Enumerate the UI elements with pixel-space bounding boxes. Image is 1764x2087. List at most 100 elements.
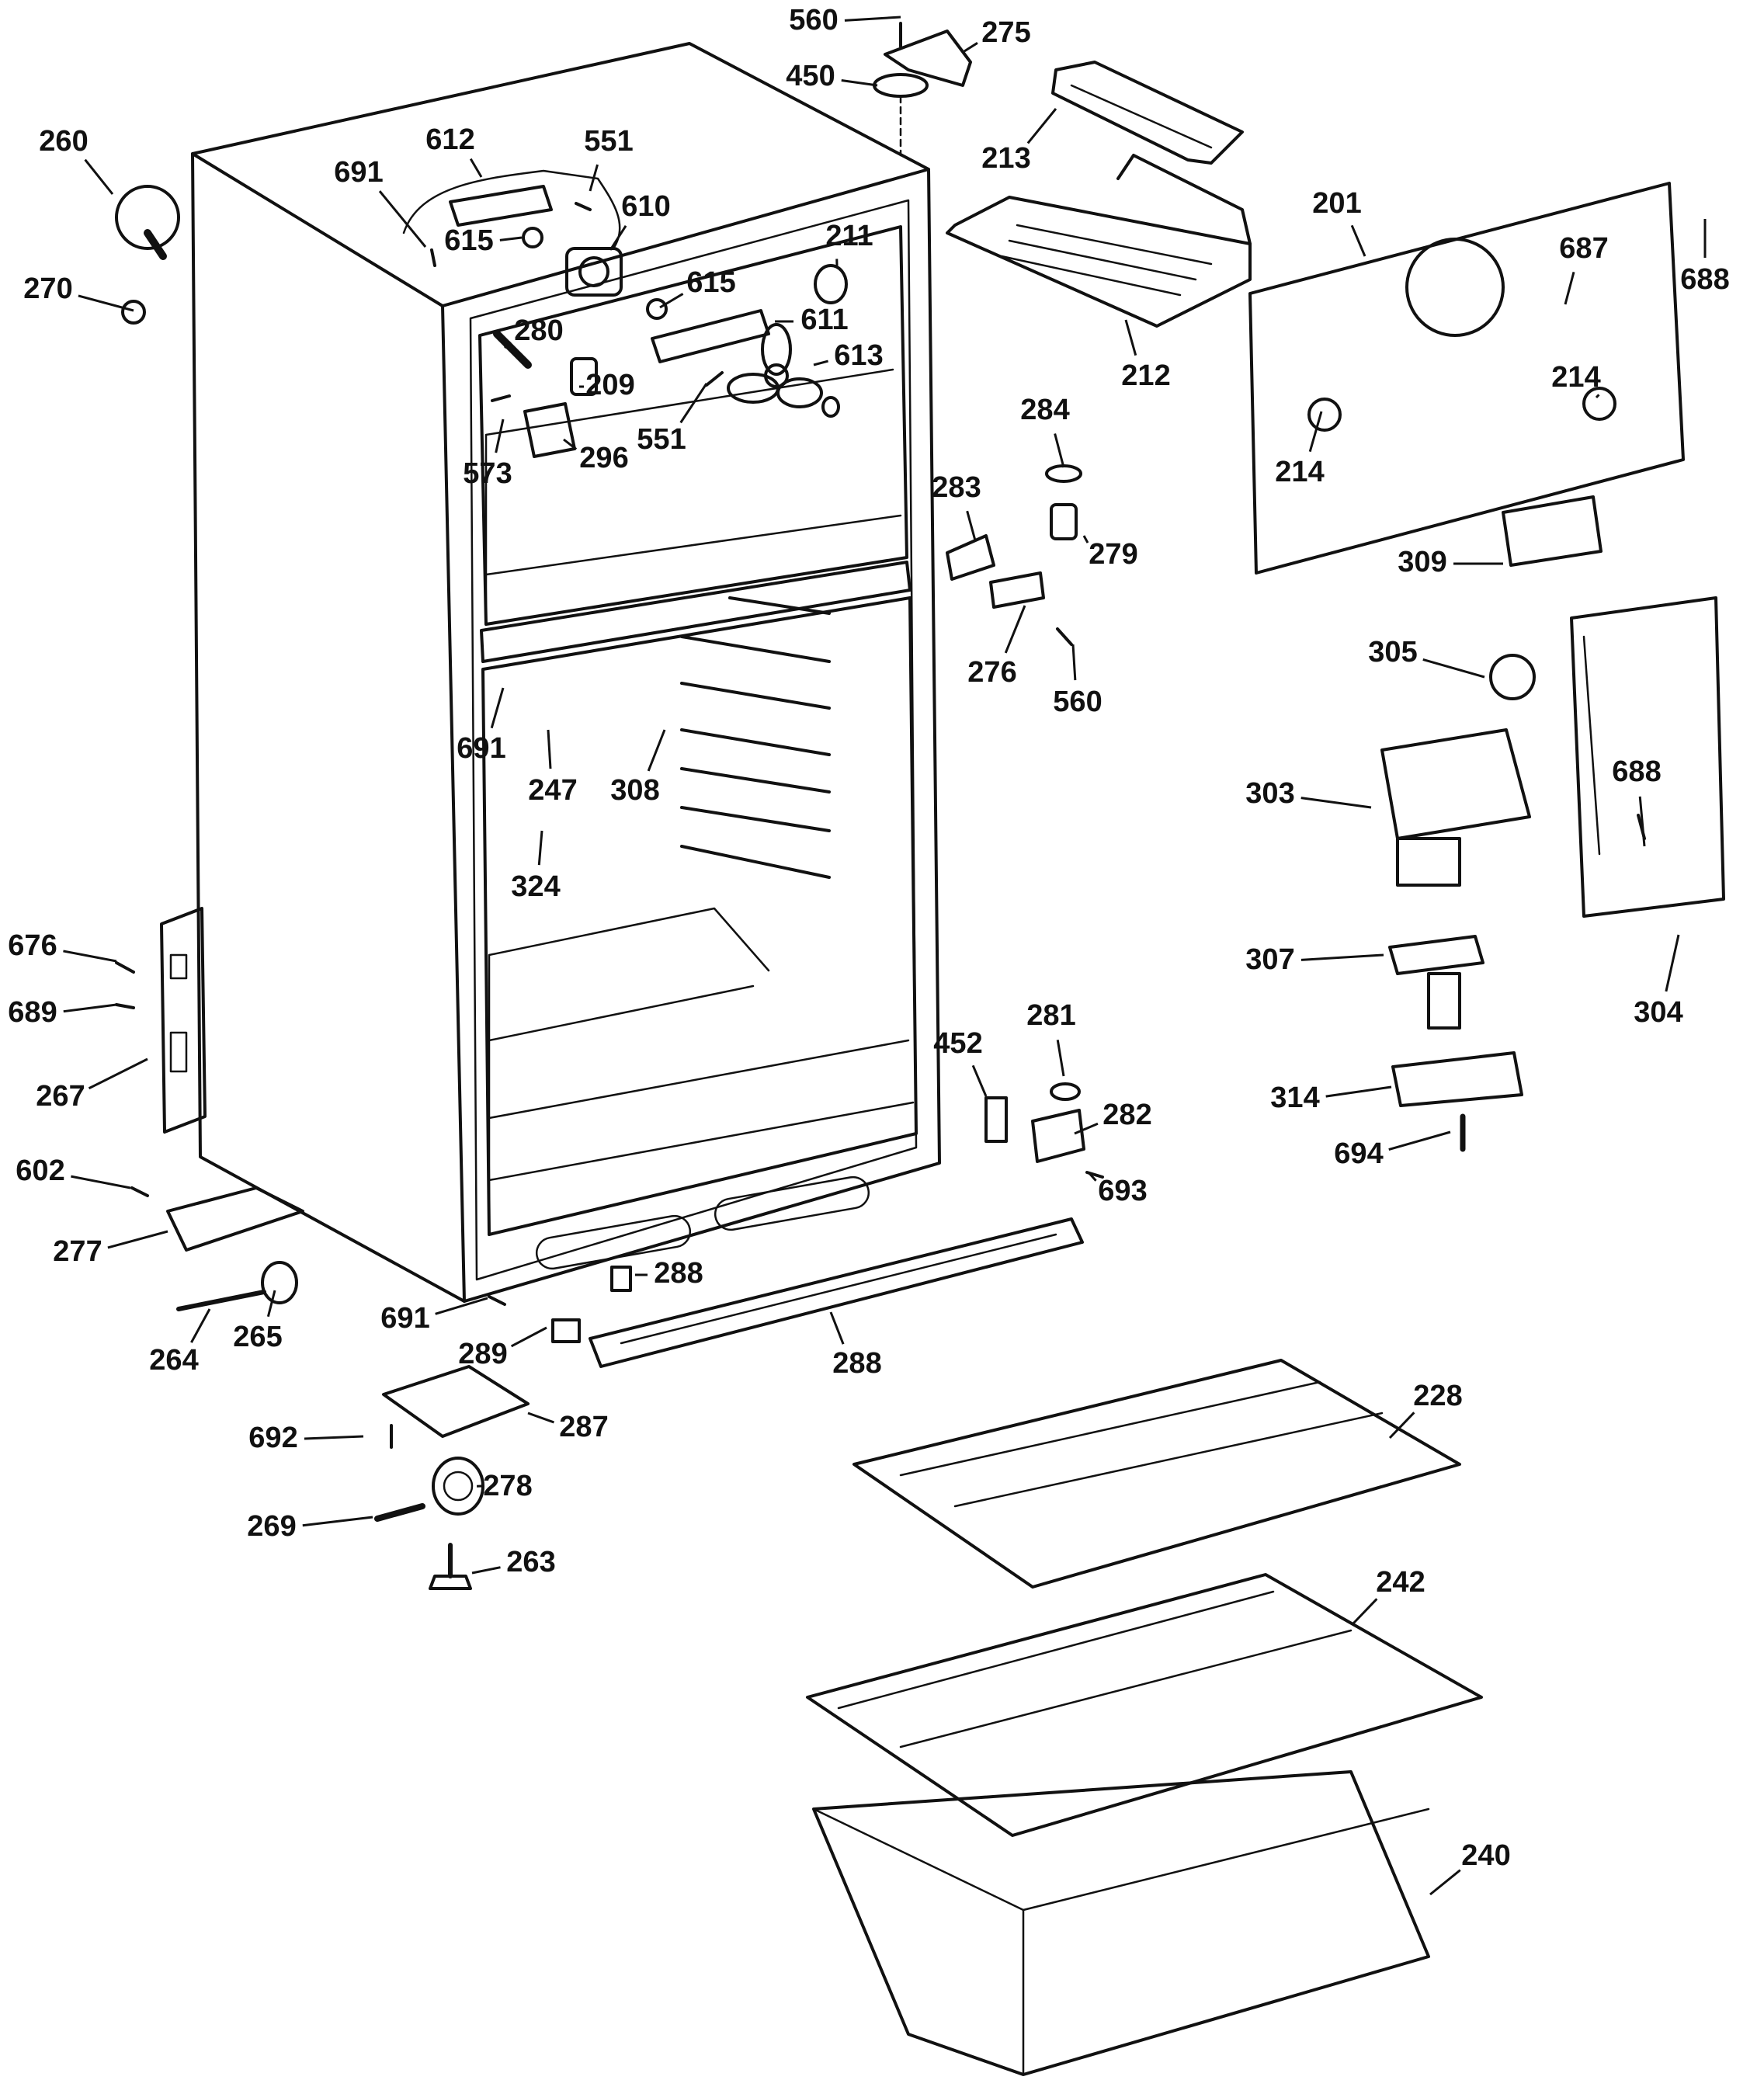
leader-line	[107, 1230, 168, 1249]
part-number-label: 694	[1334, 1137, 1383, 1170]
leader-line	[63, 950, 117, 963]
leader-line	[1071, 644, 1077, 681]
leader-line	[679, 383, 708, 424]
dispenser-parts	[1380, 596, 1725, 1152]
callout-551: 551	[637, 383, 708, 456]
part-number-label: 612	[425, 123, 474, 156]
part-number-label: 452	[933, 1027, 982, 1060]
ice-tray	[1051, 61, 1244, 165]
leader-line	[1422, 658, 1485, 679]
evaporator-cover	[1248, 182, 1685, 575]
callout-452: 452	[933, 1027, 988, 1097]
leader-line	[1388, 1130, 1451, 1151]
callout-288: 288	[635, 1257, 703, 1290]
leader-line	[1638, 796, 1646, 847]
leader-line	[609, 225, 627, 251]
leader-line	[495, 418, 505, 453]
part-number-label: 296	[579, 442, 628, 474]
leader-line	[527, 1412, 554, 1424]
leader-line	[1665, 934, 1680, 992]
leader-line	[841, 78, 878, 87]
callout-209: 209	[579, 369, 635, 401]
callout-309: 309	[1398, 546, 1503, 578]
part-number-label: 691	[380, 1302, 429, 1335]
callout-211: 211	[825, 220, 873, 266]
part-number-label: 307	[1245, 943, 1294, 976]
leader-line	[1325, 1085, 1392, 1098]
part-number-label: 689	[8, 996, 57, 1029]
callout-279: 279	[1082, 535, 1138, 571]
part-number-label: 324	[511, 870, 560, 903]
callout-560: 560	[789, 4, 901, 36]
callout-247: 247	[528, 729, 578, 807]
part-number-label: 560	[1053, 686, 1102, 718]
part-number-label: 213	[981, 142, 1030, 175]
leader-line	[647, 729, 666, 772]
leader-line	[1056, 1040, 1065, 1077]
leader-line	[1300, 953, 1384, 961]
leader-line	[844, 16, 901, 22]
part-number-label: 277	[53, 1235, 102, 1268]
leader-line	[503, 341, 512, 349]
part-number-label: 687	[1559, 232, 1608, 265]
callout-305: 305	[1368, 636, 1485, 679]
leader-line	[1595, 394, 1600, 399]
callout-214: 214	[1275, 411, 1325, 488]
part-number-label: 276	[967, 656, 1016, 689]
callout-269: 269	[247, 1510, 373, 1543]
callout-280: 280	[503, 314, 564, 349]
part-number-label: 692	[248, 1422, 297, 1454]
callout-270: 270	[23, 273, 134, 312]
callout-691: 691	[457, 687, 506, 765]
part-number-label: 278	[483, 1470, 532, 1502]
callout-267: 267	[36, 1057, 148, 1113]
leader-line	[547, 729, 552, 769]
callout-602: 602	[16, 1155, 131, 1189]
callout-288: 288	[829, 1311, 882, 1380]
leader-line	[1026, 108, 1057, 144]
part-number-label: 314	[1270, 1082, 1319, 1114]
leader-line	[1124, 319, 1137, 356]
leader-line	[1564, 271, 1575, 305]
callout-240: 240	[1429, 1839, 1511, 1896]
part-number-label: 288	[654, 1257, 703, 1290]
leader-line	[1087, 1172, 1097, 1182]
leader-line	[537, 830, 543, 866]
part-number-label: 551	[584, 125, 633, 158]
crisper-drawer	[812, 1770, 1430, 2076]
part-number-label: 289	[458, 1338, 507, 1370]
shelf-rails	[680, 596, 831, 879]
leader-line	[304, 1435, 364, 1440]
center-hinge-parts	[946, 464, 1082, 646]
part-number-label: 240	[1461, 1839, 1510, 1872]
top-hinge	[873, 22, 972, 157]
callout-282: 282	[1074, 1099, 1152, 1135]
part-number-label: 287	[559, 1411, 608, 1443]
part-number-label: 201	[1312, 187, 1361, 220]
part-number-label: 602	[16, 1155, 64, 1187]
part-number-label: 611	[800, 304, 848, 336]
leader-line	[1082, 535, 1089, 543]
ice-tray-shelf	[946, 154, 1252, 328]
leader-line	[1054, 433, 1065, 468]
leader-line	[469, 158, 483, 178]
leader-line	[266, 1290, 276, 1318]
callout-283: 283	[932, 471, 981, 541]
callout-610: 610	[609, 190, 671, 251]
part-number-label: 304	[1634, 996, 1682, 1029]
callout-201: 201	[1312, 187, 1366, 257]
callout-278: 278	[477, 1470, 533, 1502]
leader-line	[190, 1308, 211, 1343]
part-number-label: 242	[1376, 1566, 1425, 1599]
leader-line	[1388, 1412, 1415, 1439]
leader-line	[966, 510, 977, 541]
part-number-label: 613	[834, 339, 883, 372]
callout-307: 307	[1245, 943, 1384, 976]
callout-242: 242	[1351, 1566, 1425, 1626]
callout-265: 265	[233, 1290, 283, 1353]
fan-blade	[727, 323, 823, 408]
part-number-label: 610	[621, 190, 670, 223]
callout-276: 276	[967, 605, 1026, 689]
leader-line	[88, 1057, 148, 1090]
